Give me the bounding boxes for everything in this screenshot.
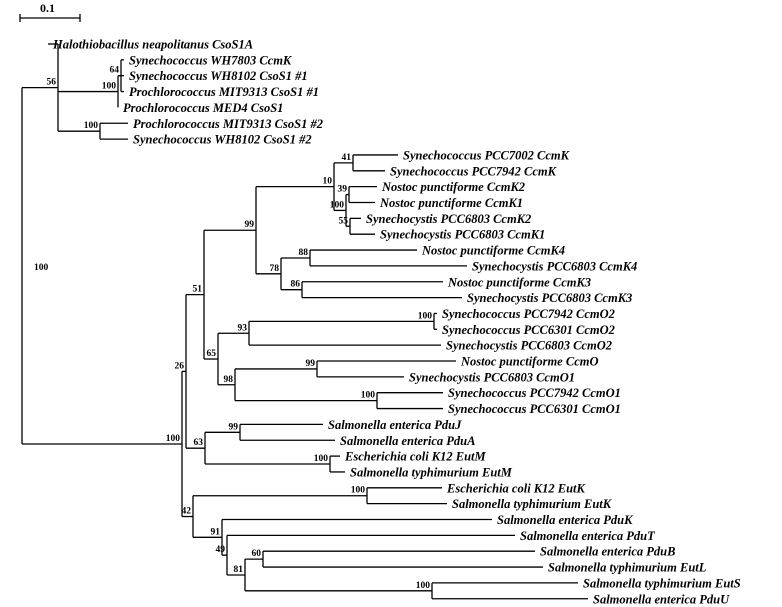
support-euts_pduu: 100: [416, 581, 431, 591]
leaf-label-ccmk2_pcc6803: Synechocystis PCC6803 CcmK2: [366, 212, 531, 226]
support-ccmk_pcc7002_7942: 41: [342, 153, 352, 163]
leaf-label-eutm_ecoli: Escherichia coli K12 EutM: [344, 450, 487, 464]
tree-branches: [21, 43, 588, 600]
support-eutk_pair: 100: [351, 486, 366, 496]
support-ccmk_inner: 10: [323, 177, 333, 187]
leaf-label-pduj_salm: Salmonella enterica PduJ: [328, 418, 462, 432]
support-pduj_pdua: 99: [229, 422, 239, 432]
support-cso_wh7803_group: 100: [102, 82, 117, 92]
leaf-label-csos1_2_wh8102: Synechococcus WH8102 CsoS1 #2: [133, 133, 312, 147]
leaf-label-pduk_salm: Salmonella enterica PduK: [497, 513, 634, 527]
leaf-label-pdut_salm: Salmonella enterica PduT: [520, 529, 656, 543]
leaf-label-ccmo_nostoc: Nostoc punctiforme CcmO: [460, 355, 599, 369]
leaf-label-csos1_med4: Prochlorococcus MED4 CsoS1: [123, 101, 283, 115]
support-pdut_group: 49: [216, 545, 226, 555]
support-bmc_main: 100: [166, 434, 181, 444]
leaf-label-csos1_1_mit9313: Prochlorococcus MIT9313 CsoS1 #1: [129, 85, 319, 99]
leaf-label-ccmo1_pcc6301: Synechococcus PCC6301 CcmO1: [448, 402, 621, 416]
support-bmc_upper: 26: [175, 361, 185, 371]
leaf-label-eutk_styph: Salmonella typhimurium EutK: [452, 497, 613, 511]
leaf-label-ccmk_pcc7002: Synechococcus PCC7002 CcmK: [403, 148, 571, 162]
leaf-label-csos1a_halo: Halothiobacillus neapolitanus CsoS1A: [52, 38, 253, 52]
support-ccmo_nostoc_6803: 99: [306, 359, 316, 369]
leaf-label-pdub_salm: Salmonella enterica PduB: [540, 545, 675, 559]
leaf-label-csos1_2_mit9313: Prochlorococcus MIT9313 CsoS1 #2: [133, 117, 323, 131]
support-ccmo_group: 65: [207, 349, 217, 359]
support-cyano_bmc: 51: [193, 285, 203, 295]
support-lower_group: 42: [182, 507, 192, 517]
leaf-label-ccmk1_pcc6803: Synechocystis PCC6803 CcmK1: [380, 228, 545, 242]
support-pdub_eutl_group: 81: [234, 565, 244, 575]
leaf-label-ccmk4_nostoc: Nostoc punctiforme CcmK4: [421, 244, 565, 258]
leaf-label-ccmk3_pcc6803: Synechocystis PCC6803 CcmK3: [467, 291, 632, 305]
support-cso_second_copies: 100: [84, 121, 99, 131]
support-values: 100 56 100 64 100 100 26 51 99 10 41 100 39 55 78 88 86 6…: [34, 66, 432, 591]
support-ccmk_nostoc_pair: 39: [338, 185, 348, 195]
leaf-label-ccmk4_pcc6803: Synechocystis PCC6803 CcmK4: [472, 259, 637, 273]
support-ccmk_6803_pair: 55: [339, 216, 349, 226]
leaf-label-ccmo2_pcc7942: Synechococcus PCC7942 CcmO2: [442, 307, 615, 321]
support-ccmk34: 78: [270, 264, 280, 274]
support-ccmk_group: 99: [245, 220, 255, 230]
leaf-label-ccmk1_nostoc: Nostoc punctiforme CcmK1: [379, 196, 523, 210]
support-ccmo1_group: 98: [224, 375, 234, 385]
support-ccmk4_pair: 88: [299, 248, 309, 258]
scale-bar-label: 0.1: [40, 1, 55, 15]
scale-bar: 0.1: [19, 1, 81, 22]
support-pduk_group: 91: [211, 527, 221, 537]
leaf-label-ccmk_pcc7942: Synechococcus PCC7942 CcmK: [390, 164, 558, 178]
support-ccmo2_group: 93: [238, 323, 248, 333]
leaf-label-eutm_styph: Salmonella typhimurium EutM: [350, 465, 513, 479]
support-cso_wh7803_wh8102: 64: [110, 66, 120, 76]
leaf-label-ccmo1_pcc6803: Synechocystis PCC6803 CcmO1: [409, 370, 575, 384]
leaf-label-pdua_salm: Salmonella enterica PduA: [340, 434, 475, 448]
support-cso_clade: 56: [47, 78, 57, 88]
leaf-label-euts_styph: Salmonella typhimurium EutS: [583, 576, 741, 590]
leaf-label-ccmk2_nostoc: Nostoc punctiforme CcmK2: [381, 180, 525, 194]
leaf-label-eutl_styph: Salmonella typhimurium EutL: [548, 561, 707, 575]
leaf-label-ccmk3_nostoc: Nostoc punctiforme CcmK3: [447, 275, 591, 289]
leaf-label-ccmo2_pcc6803: Synechocystis PCC6803 CcmO2: [446, 339, 612, 353]
leaf-label-ccmo2_pcc6301: Synechococcus PCC6301 CcmO2: [442, 323, 615, 337]
support-eutm_pair: 100: [314, 454, 329, 464]
leaf-labels: Halothiobacillus neapolitanus CsoS1ASyne…: [52, 38, 741, 607]
support-ccmo2_pair: 100: [418, 311, 433, 321]
leaf-label-csos1_1_wh8102: Synechococcus WH8102 CsoS1 #1: [129, 69, 308, 83]
support-ccmo1_pair: 100: [361, 391, 376, 401]
support-ccmk3_pair: 86: [291, 280, 301, 290]
support-root: 100: [34, 263, 49, 273]
support-pdu_eutm: 63: [194, 438, 204, 448]
leaf-label-pduu_salm: Salmonella enterica PduU: [593, 592, 730, 606]
leaf-label-ccmk_wh7803: Synechococcus WH7803 CcmK: [129, 53, 293, 67]
support-ccmk_k2k1: 100: [330, 200, 345, 210]
support-pdub_eutl: 60: [252, 549, 262, 559]
leaf-label-eutk_ecoli: Escherichia coli K12 EutK: [446, 481, 587, 495]
leaf-label-ccmo1_pcc7942: Synechococcus PCC7942 CcmO1: [448, 386, 621, 400]
